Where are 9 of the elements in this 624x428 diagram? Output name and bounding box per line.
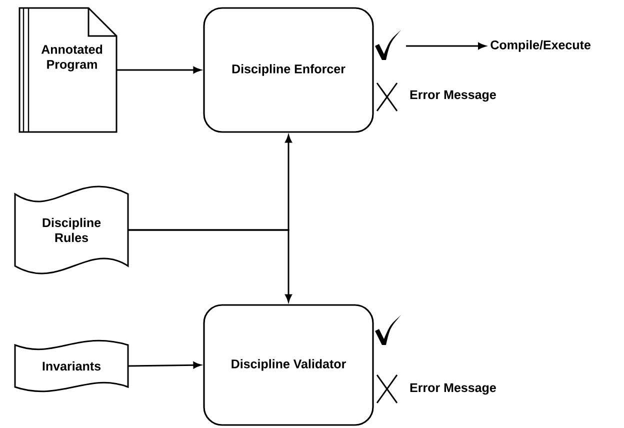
status-label: Error Message: [410, 383, 496, 395]
status-label: Error Message: [410, 90, 496, 102]
process-box: Discipline Validator: [203, 304, 374, 426]
process-box: Discipline Enforcer: [203, 7, 374, 133]
arrow: [128, 229, 292, 302]
arrow: [116, 66, 202, 74]
output-text: Compile/Execute: [490, 40, 590, 52]
arrow: [128, 362, 202, 369]
arrow: [406, 42, 486, 50]
